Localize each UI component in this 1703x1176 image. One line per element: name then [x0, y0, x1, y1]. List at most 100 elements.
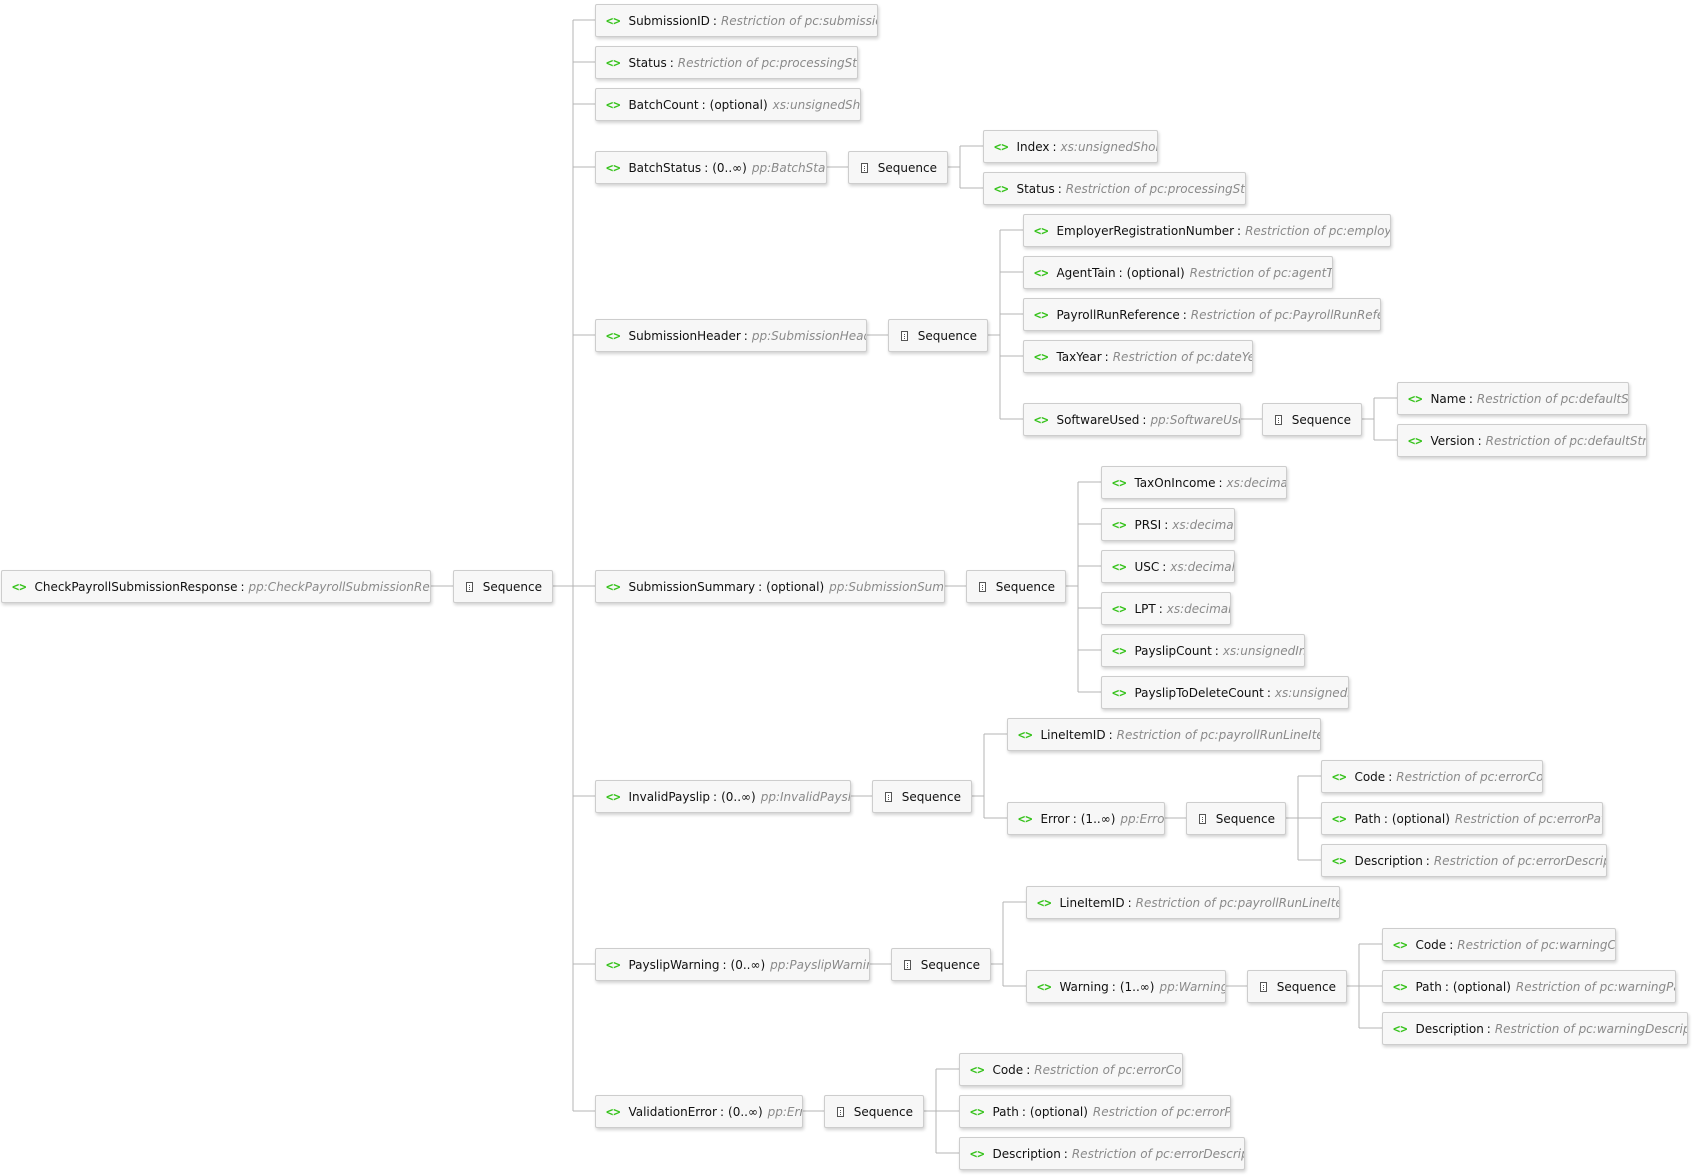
- element-type: xs:unsignedInt: [1274, 685, 1348, 700]
- element-type: Restriction of pc:errorDescription: [1071, 1146, 1244, 1161]
- sequence-node[interactable]: Sequence: [824, 1095, 924, 1128]
- element-node-error[interactable]: <>Error:(1..∞)pp:Error: [1007, 802, 1165, 835]
- element-node-description[interactable]: <>Description:Restriction of pc:errorDes…: [959, 1137, 1245, 1170]
- sequence-node[interactable]: Sequence: [1262, 403, 1362, 436]
- element-name: BatchCount: [628, 97, 699, 112]
- element-icon: <>: [1112, 517, 1127, 532]
- element-node-lpt[interactable]: <>LPT:xs:decimal: [1101, 592, 1231, 625]
- sequence-label: Sequence: [877, 160, 937, 175]
- element-name: Status: [628, 55, 667, 70]
- element-name: Code: [1354, 769, 1386, 784]
- element-name: LineItemID: [1059, 895, 1125, 910]
- element-icon: <>: [606, 13, 621, 28]
- sequence-node[interactable]: Sequence: [1186, 802, 1286, 835]
- element-node-index[interactable]: <>Index:xs:unsignedShort: [983, 130, 1158, 163]
- element-type: pp:BatchStatus: [751, 160, 826, 175]
- element-icon: <>: [970, 1062, 985, 1077]
- element-node-version[interactable]: <>Version:Restriction of pc:defaultStrin…: [1397, 424, 1647, 457]
- element-node-lineitemid[interactable]: <>LineItemID:Restriction of pc:payrollRu…: [1026, 886, 1340, 919]
- element-node-name[interactable]: <>Name:Restriction of pc:defaultString: [1397, 382, 1629, 415]
- name-separator: :: [669, 55, 674, 70]
- element-node-submissionheader[interactable]: <>SubmissionHeader:pp:SubmissionHeader: [595, 319, 867, 352]
- element-name: Warning: [1059, 979, 1109, 994]
- sequence-label: Sequence: [901, 789, 961, 804]
- element-node-warning[interactable]: <>Warning:(1..∞)pp:Warning: [1026, 970, 1226, 1003]
- element-node-taxonincome[interactable]: <>TaxOnIncome:xs:decimal: [1101, 466, 1287, 499]
- element-node-checkpayrollsubmissionresponse[interactable]: <>CheckPayrollSubmissionResponse:pp:Chec…: [1, 570, 431, 603]
- sequence-node[interactable]: Sequence: [872, 780, 972, 813]
- element-name: CheckPayrollSubmissionResponse: [34, 579, 238, 594]
- element-name: ValidationError: [628, 1104, 717, 1119]
- element-node-path[interactable]: <>Path:(optional)Restriction of pc:error…: [959, 1095, 1231, 1128]
- element-type: Restriction of pc:warningDescription: [1494, 1021, 1687, 1036]
- sequence-node[interactable]: Sequence: [891, 948, 991, 981]
- element-node-status[interactable]: <>Status:Restriction of pc:processingSta…: [983, 172, 1246, 205]
- name-separator: :: [1063, 1146, 1068, 1161]
- element-node-code[interactable]: <>Code:Restriction of pc:errorCode: [1321, 760, 1543, 793]
- element-node-paysliptodeletecount[interactable]: <>PayslipToDeleteCount:xs:unsignedInt: [1101, 676, 1349, 709]
- element-name: PayslipWarning: [628, 957, 720, 972]
- element-node-status[interactable]: <>Status:Restriction of pc:processingSta…: [595, 46, 858, 79]
- element-type: xs:decimal: [1170, 559, 1235, 574]
- element-occurrence: (optional): [1126, 265, 1185, 280]
- sequence-node[interactable]: Sequence: [966, 570, 1066, 603]
- element-node-payrollrunreference[interactable]: <>PayrollRunReference:Restriction of pc:…: [1023, 298, 1381, 331]
- element-node-invalidpayslip[interactable]: <>InvalidPayslip:(0..∞)pp:InvalidPayslip: [595, 780, 851, 813]
- element-type: xs:decimal: [1226, 475, 1287, 490]
- element-node-path[interactable]: <>Path:(optional)Restriction of pc:error…: [1321, 802, 1603, 835]
- sequence-icon: [837, 1106, 844, 1117]
- element-occurrence: (optional): [1452, 979, 1511, 994]
- element-node-description[interactable]: <>Description:Restriction of pc:errorDes…: [1321, 844, 1607, 877]
- element-icon: <>: [994, 181, 1009, 196]
- element-node-payslipwarning[interactable]: <>PayslipWarning:(0..∞)pp:PayslipWarning: [595, 948, 870, 981]
- element-node-description[interactable]: <>Description:Restriction of pc:warningD…: [1382, 1012, 1688, 1045]
- element-occurrence: (1..∞): [1080, 811, 1116, 826]
- element-occurrence: (1..∞): [1119, 979, 1155, 994]
- element-icon: <>: [1408, 433, 1423, 448]
- element-node-batchstatus[interactable]: <>BatchStatus:(0..∞)pp:BatchStatus: [595, 151, 827, 184]
- element-node-path[interactable]: <>Path:(optional)Restriction of pc:warni…: [1382, 970, 1676, 1003]
- sequence-label: Sequence: [853, 1104, 913, 1119]
- sequence-node[interactable]: Sequence: [888, 319, 988, 352]
- name-separator: :: [1218, 475, 1223, 490]
- element-type: pp:CheckPayrollSubmissionResponse: [248, 579, 430, 594]
- element-node-usc[interactable]: <>USC:xs:decimal: [1101, 550, 1235, 583]
- element-name: SubmissionSummary: [628, 579, 756, 594]
- element-icon: <>: [1408, 391, 1423, 406]
- element-icon: <>: [606, 55, 621, 70]
- element-node-prsi[interactable]: <>PRSI:xs:decimal: [1101, 508, 1235, 541]
- sequence-node[interactable]: Sequence: [453, 570, 553, 603]
- element-name: SubmissionID: [628, 13, 710, 28]
- name-separator: :: [743, 328, 748, 343]
- element-name: LineItemID: [1040, 727, 1106, 742]
- element-node-lineitemid[interactable]: <>LineItemID:Restriction of pc:payrollRu…: [1007, 718, 1321, 751]
- sequence-icon: [901, 330, 908, 341]
- element-type: Restriction of pc:errorPath: [1092, 1104, 1231, 1119]
- sequence-node[interactable]: Sequence: [1247, 970, 1347, 1003]
- element-node-batchcount[interactable]: <>BatchCount:(optional)xs:unsignedShort: [595, 88, 861, 121]
- sequence-node[interactable]: Sequence: [848, 151, 948, 184]
- element-node-code[interactable]: <>Code:Restriction of pc:errorCode: [959, 1053, 1183, 1086]
- element-type: Restriction of pc:errorPath: [1454, 811, 1603, 826]
- name-separator: :: [1118, 265, 1123, 280]
- element-icon: <>: [1034, 307, 1049, 322]
- element-node-agenttain[interactable]: <>AgentTain:(optional)Restriction of pc:…: [1023, 256, 1333, 289]
- name-separator: :: [1072, 811, 1077, 826]
- element-node-payslipcount[interactable]: <>PayslipCount:xs:unsignedInt: [1101, 634, 1305, 667]
- element-node-code[interactable]: <>Code:Restriction of pc:warningCode: [1382, 928, 1616, 961]
- name-separator: :: [1111, 979, 1116, 994]
- element-type: Restriction of pc:submissionID: [720, 13, 877, 28]
- element-name: PayrollRunReference: [1056, 307, 1180, 322]
- element-node-submissionid[interactable]: <>SubmissionID:Restriction of pc:submiss…: [595, 4, 878, 37]
- element-node-submissionsummary[interactable]: <>SubmissionSummary:(optional)pp:Submiss…: [595, 570, 945, 603]
- element-node-employerregistrationnumber[interactable]: <>EmployerRegistrationNumber:Restriction…: [1023, 214, 1391, 247]
- sequence-icon: [861, 162, 868, 173]
- element-type: pp:SubmissionSummary: [829, 579, 944, 594]
- element-node-validationerror[interactable]: <>ValidationError:(0..∞)pp:Error: [595, 1095, 803, 1128]
- element-node-taxyear[interactable]: <>TaxYear:Restriction of pc:dateYear: [1023, 340, 1253, 373]
- element-node-softwareused[interactable]: <>SoftwareUsed:pp:SoftwareUsed: [1023, 403, 1241, 436]
- element-name: USC: [1134, 559, 1160, 574]
- element-type: Restriction of pc:PayrollRunReference: [1190, 307, 1380, 322]
- element-occurrence: (0..∞): [728, 1104, 763, 1119]
- element-type: Restriction of pc:defaultString: [1485, 433, 1647, 448]
